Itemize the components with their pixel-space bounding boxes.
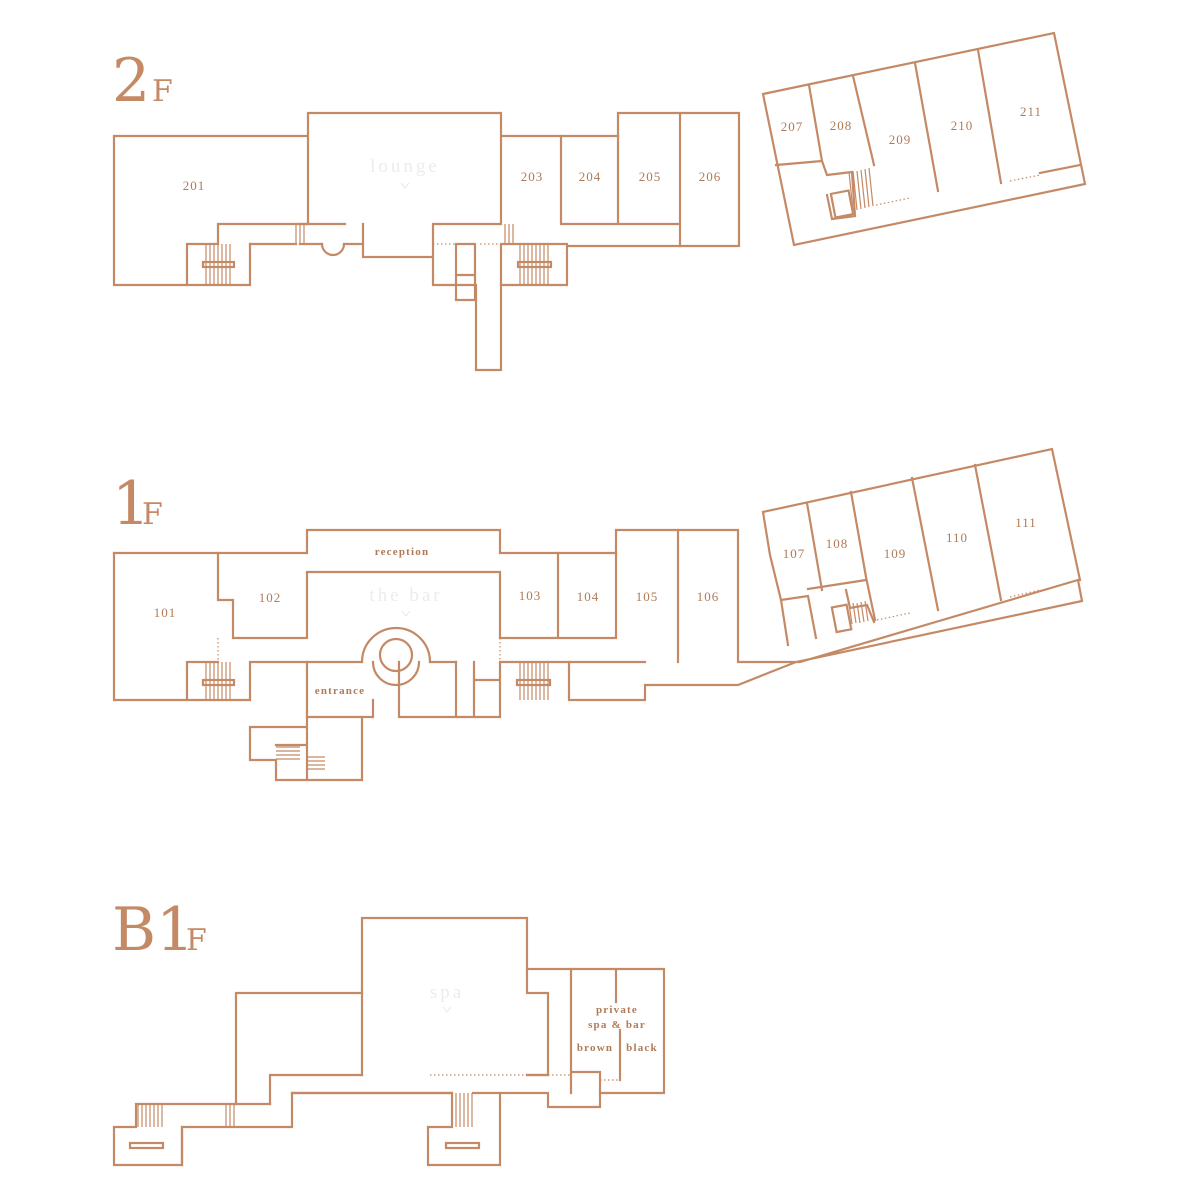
private-label: private [596, 1004, 638, 1016]
room-207: 207 [781, 119, 804, 134]
room-208: 208 [830, 118, 853, 133]
chevron-down-icon [400, 182, 410, 189]
room-204: 204 [579, 169, 602, 184]
room-103: 103 [519, 588, 542, 603]
room-102: 102 [259, 590, 282, 605]
room-110: 110 [946, 530, 968, 545]
entrance-label: entrance [315, 685, 366, 697]
private-label-line2: spa & bar [588, 1019, 646, 1031]
spa-label: spa [430, 982, 464, 1003]
floor-2f-label: 2 [112, 46, 150, 116]
room-107: 107 [783, 546, 806, 561]
floor-1f-label-suffix: F [142, 497, 163, 532]
floor-b1f-label-suffix: F [186, 923, 207, 958]
room-205: 205 [639, 169, 662, 184]
floor-2f: 2 F 201 203 204 205 206 207 208 209 2 [112, 31, 1087, 372]
lounge-label: lounge [370, 156, 440, 177]
floor-1f: 1 F reception the bar entrance 101 102 [112, 447, 1084, 782]
room-105: 105 [636, 589, 659, 604]
floor-b1f-label: B1 [112, 895, 194, 965]
room-108: 108 [826, 536, 849, 551]
room-109: 109 [884, 546, 907, 561]
chevron-down-icon [442, 1006, 452, 1013]
reception-label: reception [375, 546, 430, 558]
room-201: 201 [183, 178, 206, 193]
room-brown: brown [577, 1042, 613, 1054]
bar-label: the bar [369, 585, 442, 606]
room-101: 101 [154, 605, 177, 620]
room-206: 206 [699, 169, 722, 184]
room-104: 104 [577, 589, 600, 604]
room-203: 203 [521, 169, 544, 184]
room-106: 106 [697, 589, 720, 604]
room-111: 111 [1015, 515, 1037, 530]
room-211: 211 [1020, 104, 1042, 119]
chevron-down-icon [401, 610, 411, 617]
room-210: 210 [951, 118, 974, 133]
room-209: 209 [889, 132, 912, 147]
floor-2f-label-suffix: F [152, 74, 173, 109]
floor-b1f: B1 F spa private spa & bar brown black [112, 895, 666, 1167]
floor-1f-label: 1 [112, 469, 150, 539]
room-black: black [626, 1042, 658, 1054]
